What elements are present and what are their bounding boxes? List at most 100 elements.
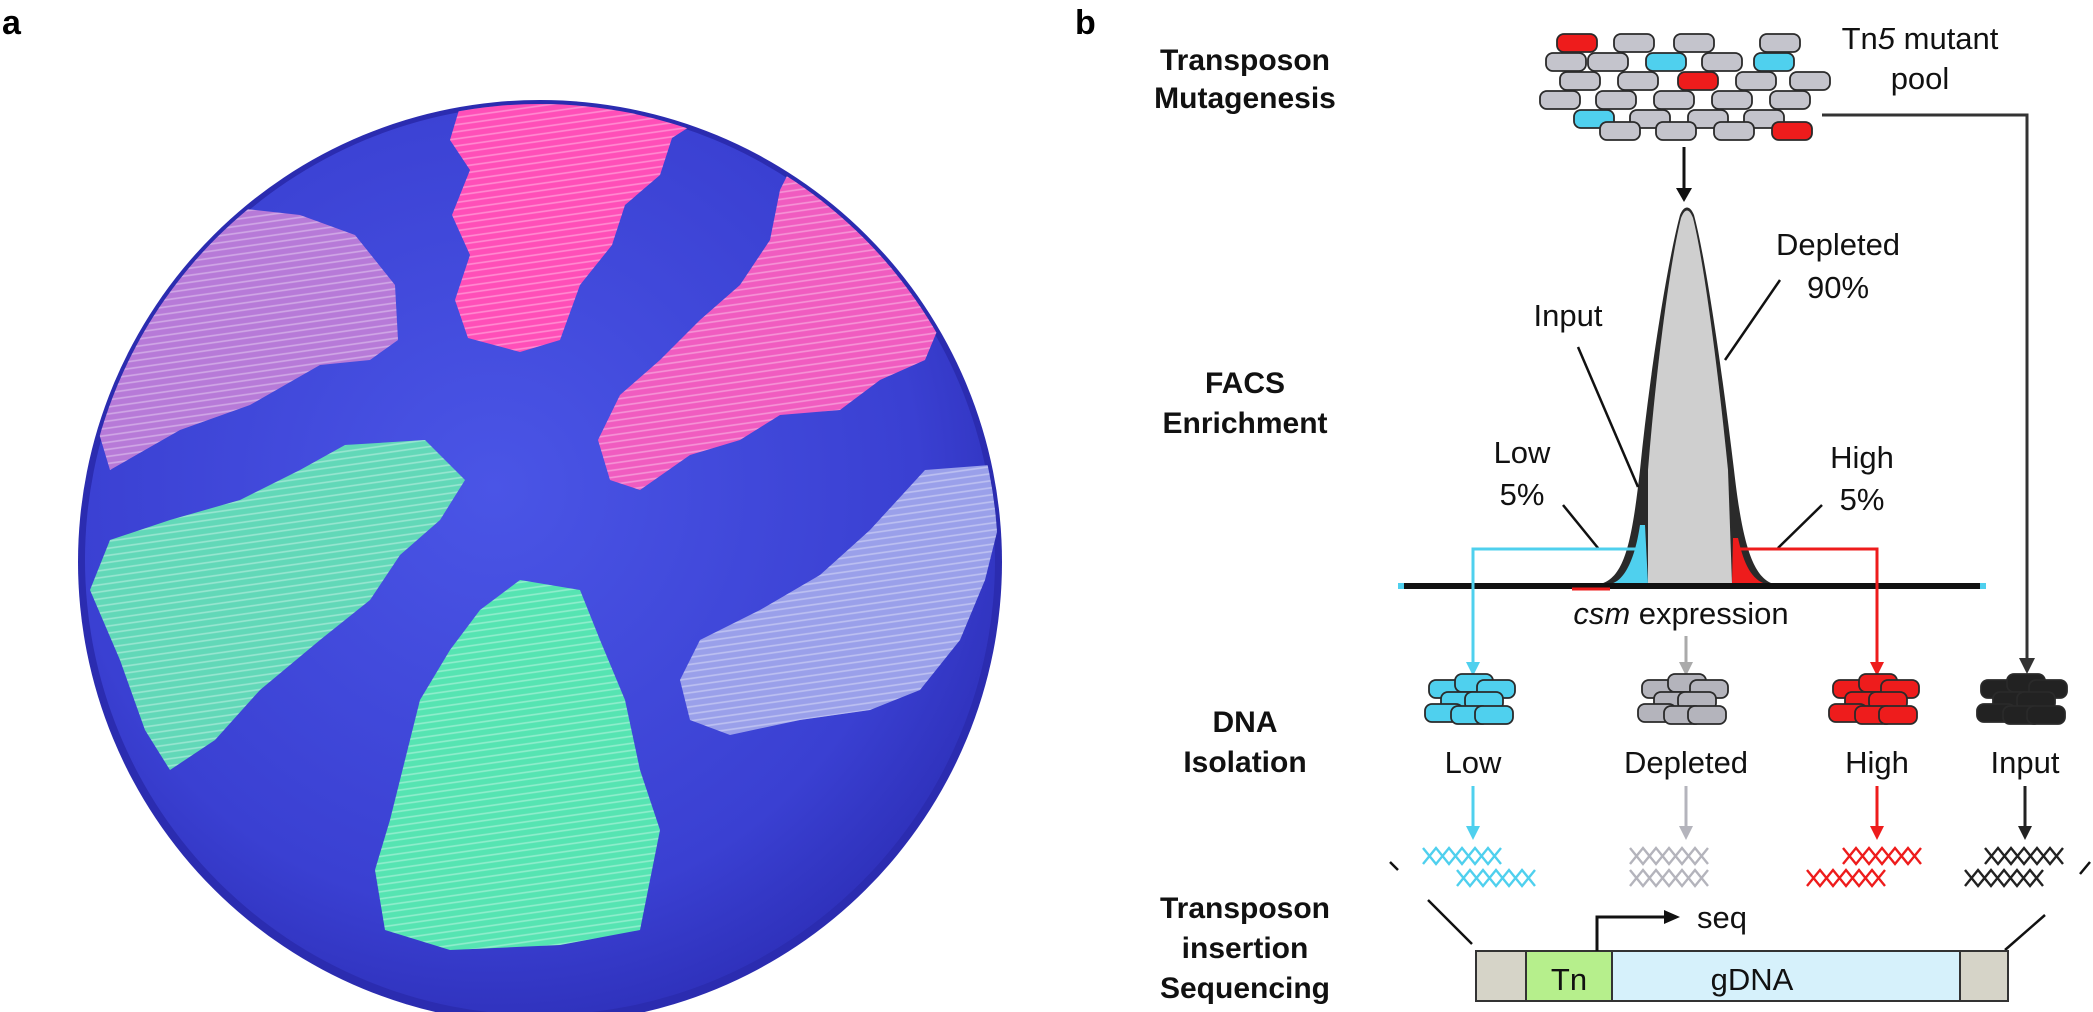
step-label-line: DNA (1213, 706, 1278, 739)
streak-top-pink (450, 104, 700, 352)
step-transposon-mutagenesis: Transposon Mutagenesis (1154, 44, 1336, 115)
pool-cell-icon (1599, 121, 1641, 141)
label-depleted-pct: 90% (1807, 270, 1869, 305)
dna-strand-low (1422, 846, 1502, 866)
pool-cell-icon (1769, 90, 1811, 110)
histogram-depleted-region (1648, 210, 1732, 584)
bin-cell-icon (1474, 705, 1514, 725)
agar-plate (78, 100, 1002, 1012)
dna-strand-depleted (1629, 868, 1709, 888)
label-depleted: Depleted (1776, 227, 1900, 262)
pool-cell-icon (1753, 52, 1795, 72)
dna-strand-depleted (1629, 846, 1709, 866)
dna-strand-input (1984, 846, 2064, 866)
panel-a-letter: a (2, 4, 22, 42)
bin-label-depleted: Depleted (1624, 745, 1748, 780)
pool-cell-icon (1789, 71, 1831, 91)
pool-cell-icon (1759, 33, 1801, 53)
bin-arrowhead-low (1466, 826, 1480, 840)
pool-cell-icon (1613, 33, 1655, 53)
construct-tn-label: Tn (1551, 962, 1587, 997)
dna-strand-high (1842, 846, 1922, 866)
dna-strands-icon (1806, 846, 1922, 888)
dna-strand-low (1422, 846, 1502, 866)
step-label-line: Sequencing (1160, 972, 1330, 1005)
dna-strand-low (1456, 868, 1536, 888)
step-label-line: Enrichment (1162, 407, 1327, 440)
dna-strand-high (1806, 868, 1886, 888)
depleted-sort-arrow (1679, 636, 1693, 676)
seq-label: seq (1697, 900, 1747, 935)
dna-strand-input (1964, 868, 2044, 888)
construct-gdna-label: gDNA (1711, 962, 1794, 997)
pool-cell-icon (1645, 52, 1687, 72)
dna-strands-icon (1964, 846, 2064, 888)
pool-cell-icon (1653, 90, 1695, 110)
panel-b-letter: b (1075, 4, 1096, 42)
zoom-line-right-lower (2004, 914, 2046, 951)
bin-label-input: Input (1991, 745, 2060, 780)
zoom-line-left (1389, 861, 1399, 871)
pool-cell-icon (1595, 90, 1637, 110)
seq-primer-arrow (1595, 915, 1666, 951)
dna-strands-icon (1629, 846, 1709, 888)
pool-cell-icon (1713, 121, 1755, 141)
pool-label-line1: Tn5 mutant (1842, 21, 1999, 56)
bin-low: Low (1422, 673, 1536, 888)
label-low-pct: 5% (1500, 477, 1545, 512)
mutant-pool-cells (1539, 33, 1831, 141)
transposon-construct: Tn gDNA seq (1475, 900, 2009, 1002)
axis-label-csm-expression: csm expression (1573, 596, 1788, 631)
pool-to-histogram-arrow (1676, 147, 1692, 202)
pool-cell-icon (1677, 71, 1719, 91)
pool-cell-icon (1701, 52, 1743, 72)
bin-cell-icon (2026, 705, 2066, 725)
bin-label-low: Low (1445, 745, 1502, 780)
pool-cell-icon (1545, 52, 1587, 72)
step-label-line: Transposon (1160, 892, 1330, 925)
high-sort-arrow (1733, 547, 1884, 676)
construct-tn-box (1525, 950, 1613, 1002)
step-label-line: FACS (1205, 367, 1285, 400)
facs-histogram (1398, 207, 1986, 591)
construct-end-left (1475, 950, 1527, 1002)
step-dna-isolation: DNA Isolation (1183, 706, 1306, 779)
pool-cell-icon (1617, 71, 1659, 91)
bin-cell-icon (1878, 705, 1918, 725)
dna-strand-low (1456, 868, 1536, 888)
zoom-line-right (2079, 861, 2091, 875)
label-input: Input (1534, 298, 1603, 333)
bin-arrowhead-input (2018, 826, 2032, 840)
pool-cell-icon (1735, 71, 1777, 91)
dna-strands-icon (1422, 846, 1536, 888)
construct-gdna-box (1611, 950, 1961, 1002)
dna-strand-depleted (1629, 868, 1709, 888)
bin-depleted: Depleted (1624, 673, 1748, 888)
step-label-line: Transposon (1160, 44, 1330, 77)
zoom-line-left-lower (1427, 899, 1473, 945)
step-label-line: Mutagenesis (1154, 82, 1336, 115)
label-high-pct: 5% (1840, 482, 1885, 517)
streak-bottom-green (375, 580, 660, 950)
step-label-line: insertion (1182, 932, 1309, 965)
streak-right-lavender (680, 465, 998, 735)
step-insertion-sequencing: Transposon insertion Sequencing (1160, 892, 1330, 1005)
label-high: High (1830, 440, 1894, 475)
pool-cell-icon (1587, 52, 1629, 72)
pool-label-line2: pool (1891, 61, 1950, 96)
pool-cell-icon (1673, 33, 1715, 53)
pool-cell-icon (1559, 71, 1601, 91)
bin-arrowhead-depleted (1679, 826, 1693, 840)
pool-cell-icon (1556, 33, 1598, 53)
bin-cell-icon (1687, 705, 1727, 725)
low-sort-arrow (1466, 547, 1645, 676)
dna-strand-input (1964, 868, 2044, 888)
pool-cell-icon (1771, 121, 1813, 141)
dna-strand-high (1842, 846, 1922, 866)
bin-arrowhead-high (1870, 826, 1884, 840)
bin-label-high: High (1845, 745, 1909, 780)
dna-strand-depleted (1629, 846, 1709, 866)
dna-isolation-bins: Low Depleted High Input (1422, 673, 2068, 888)
pool-to-input-arrow (1822, 113, 2035, 674)
